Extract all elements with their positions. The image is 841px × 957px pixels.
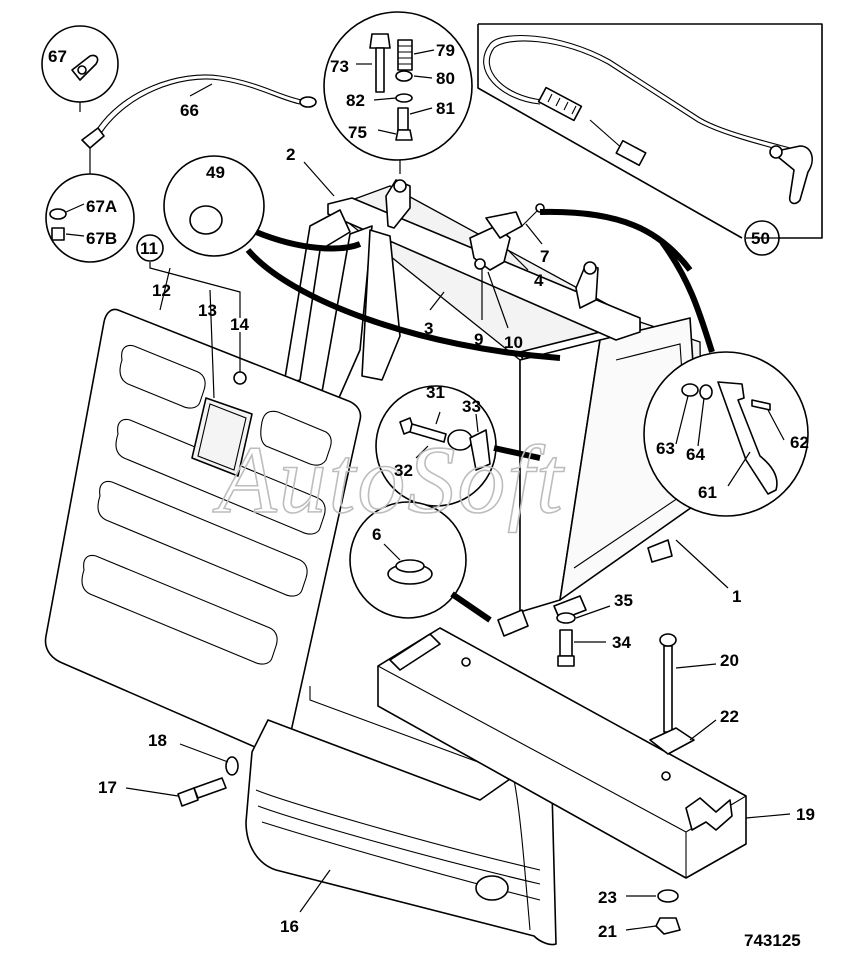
callout-63: 63 (656, 439, 675, 458)
callout-20: 20 (720, 651, 739, 670)
callout-12: 12 (152, 281, 171, 300)
callout-66: 66 (180, 101, 199, 120)
drawing-number: 743125 (744, 931, 801, 950)
callout-34: 34 (612, 633, 631, 652)
detail-circle-67ab (45, 148, 135, 263)
callout-49: 49 (206, 163, 225, 182)
callout-31: 31 (426, 383, 445, 402)
callout-82: 82 (346, 91, 365, 110)
callout-14: 14 (230, 315, 249, 334)
callout-67a: 67A (86, 197, 117, 216)
callout-17: 17 (98, 778, 117, 797)
counterweight (377, 627, 747, 879)
reference-circle-11 (136, 234, 164, 262)
callout-67b: 67B (86, 229, 117, 248)
callout-3: 3 (424, 319, 433, 338)
callout-21: 21 (598, 922, 617, 941)
ground-wire (81, 74, 317, 149)
callout-73: 73 (330, 57, 349, 76)
callout-1: 1 (732, 587, 741, 606)
callout-19: 19 (796, 805, 815, 824)
callout-18: 18 (148, 731, 167, 750)
detail-circle-31-33 (375, 385, 541, 507)
callout-23: 23 (598, 888, 617, 907)
detail-circle-6 (349, 501, 492, 623)
callout-80: 80 (436, 69, 455, 88)
detail-circle-fasteners (323, 11, 473, 174)
callout-33: 33 (462, 397, 481, 416)
callout-4: 4 (534, 271, 544, 290)
callout-13: 13 (198, 301, 217, 320)
callout-79: 79 (436, 41, 455, 60)
callout-labels: 1 2 3 4 6 7 9 10 11 12 13 14 16 17 18 19… (48, 41, 815, 950)
callout-2: 2 (286, 145, 295, 164)
front-grille (44, 308, 362, 752)
leader-lines (65, 49, 791, 931)
callout-35: 35 (614, 591, 633, 610)
callout-61: 61 (698, 483, 717, 502)
callout-64: 64 (686, 445, 705, 464)
callout-50: 50 (751, 229, 770, 248)
detail-circle-61-64 (539, 208, 809, 517)
detail-circle-49 (163, 155, 561, 361)
watermark-text: AutoSoft (212, 426, 565, 533)
detail-circle-67 (41, 25, 119, 112)
callout-7: 7 (540, 247, 549, 266)
callout-9: 9 (474, 330, 483, 349)
callout-22: 22 (720, 707, 739, 726)
callout-16: 16 (280, 917, 299, 936)
callout-32: 32 (394, 461, 413, 480)
callout-6: 6 (372, 525, 381, 544)
lower-housing (245, 686, 557, 946)
callout-81: 81 (436, 99, 455, 118)
callout-75: 75 (348, 123, 367, 142)
callout-11: 11 (140, 239, 158, 258)
callout-62: 62 (790, 433, 809, 452)
fasteners (177, 612, 695, 935)
callout-10: 10 (504, 333, 523, 352)
cable-inset-box (477, 23, 823, 239)
callout-67: 67 (48, 47, 67, 66)
